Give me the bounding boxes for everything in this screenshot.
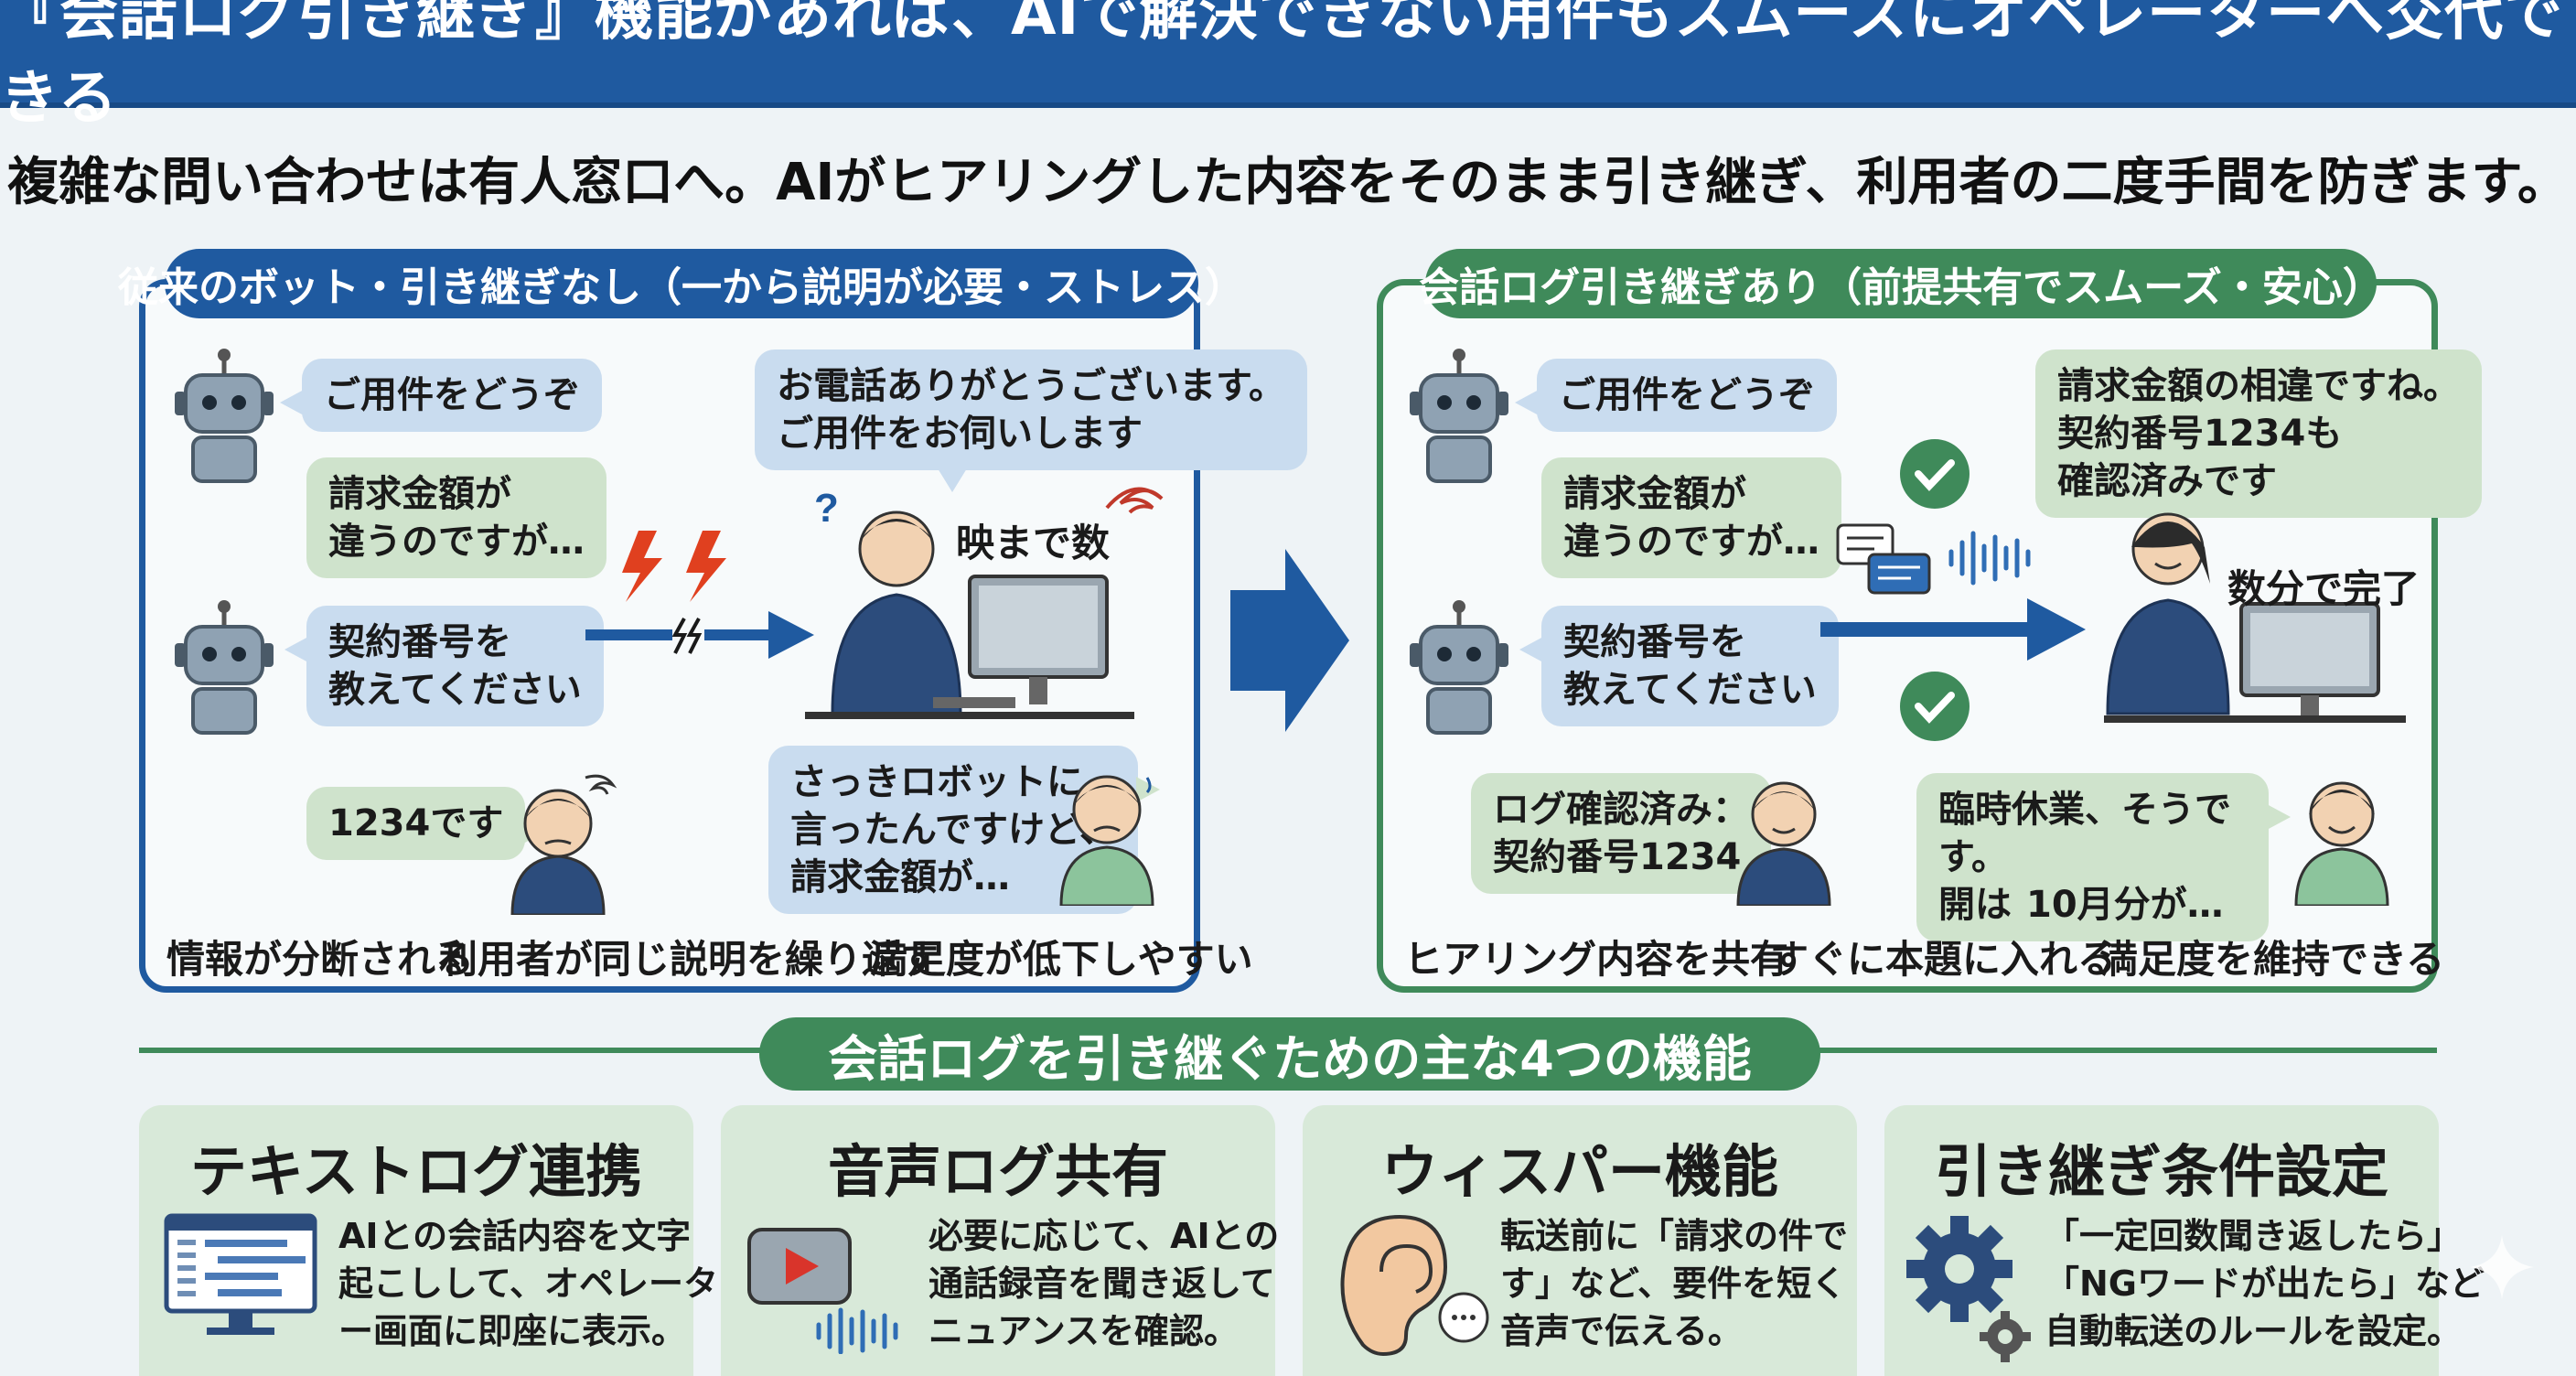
right-panel-label: 会話ログ引き継ぎあり（前提共有でスムーズ・安心） (1419, 249, 2383, 318)
bot-bubble-2: 契約番号を 教えてください (284, 606, 604, 726)
frustrated-user-icon (510, 774, 617, 915)
feature-title: テキストログ連携 (189, 1138, 643, 1205)
feature-line: ー画面に即座に表示。 (338, 1311, 687, 1351)
feature-line: 「NGワードが出たら」など (2045, 1263, 2485, 1304)
left-footer-1: 情報が分断される (166, 937, 475, 982)
user-bubble-2: 1234です (306, 787, 548, 860)
bubble-line: ログ確認済み： (1493, 789, 1749, 831)
feature-description: 転送前に「請求の件で す」など、要件を短く 音声で伝える。 (1500, 1212, 1848, 1355)
operator-avatar-icon (1736, 781, 1831, 906)
right-footer-2: すぐに本題に入れる (1770, 937, 2117, 982)
section-title: 会話ログを引き継ぐための主な4つの機能 (759, 1017, 1820, 1091)
right-footer-1: ヒアリング内容を共有 (1404, 937, 1789, 982)
bubble-line: 請求金額の相違ですね。 (2057, 365, 2460, 407)
feature-title: ウィスパー機能 (1380, 1138, 1778, 1205)
bubble-line: 教えてください (1563, 669, 1817, 711)
left-footer-3: 満足度が低下しやすい (869, 937, 1253, 982)
bubble-line: さっきロボットに (790, 761, 1083, 803)
robot-icon (175, 600, 274, 735)
operator-note: 数分で完了 (2227, 566, 2420, 611)
user-bubble-1: 請求金額が 違うのですが… (1541, 457, 1841, 578)
feature-line: 必要に応じて、AIとの (928, 1216, 1280, 1256)
bubble-line: 確認済みです (2057, 460, 2277, 502)
feature-line: 自動転送のルールを設定。 (2045, 1311, 2463, 1351)
feature-line: AIとの会話内容を文字 (338, 1216, 692, 1256)
left-footer-2: 利用者が同じ説明を繰り返す (439, 937, 939, 982)
audio-play-icon (747, 1228, 898, 1354)
bubble-line: お電話ありがとうございます。 (777, 365, 1285, 407)
bubble-line: 言ったんですけど、 (790, 809, 1116, 851)
feature-line: 音声で伝える。 (1500, 1311, 1743, 1351)
check-icon (1900, 439, 1970, 509)
bubble-line: 教えてください (328, 669, 582, 711)
feature-line: 起こしして、オペレータ (338, 1263, 718, 1304)
stress-swirl-icon (1105, 487, 1164, 514)
bubble-line: 開は (1938, 884, 2012, 926)
operator-note: 映まで数 (956, 521, 1111, 565)
customer-bubble: さっきロボットに 言ったんですけど、 請求金額が… (768, 746, 1160, 914)
feature-title: 引き継ぎ条件設定 (1934, 1138, 2388, 1205)
handoff-arrow-icon (1820, 598, 2086, 661)
operator-bubble: お電話ありがとうございます。 ご用件をお伺いします (755, 349, 1307, 492)
subtitle: 複雑な問い合わせは有人窓口へ。AIがヒアリングした内容をそのまま引き継ぎ、利用者… (7, 153, 2569, 212)
bubble-line: 10月分が… (2026, 884, 2224, 926)
bubble-line: 違うのですが… (328, 521, 585, 563)
bubble-line: 臨時休業、そうです。 (1938, 789, 2231, 878)
bubble-line-row: 開は 10月分が… (1938, 881, 2247, 929)
check-icon (1900, 672, 1970, 741)
audio-wave-icon (1948, 531, 2031, 586)
bubble-line: 請求金額が… (790, 856, 1010, 898)
feature-line: ニュアンスを確認。 (928, 1311, 1239, 1351)
bot-bubble-1: ご用件をどうぞ (1515, 359, 1837, 432)
customer-bubble: 臨時休業、そうです。 開は 10月分が… (1916, 773, 2291, 941)
log-bubble: ログ確認済み： 契約番号1234 (1471, 773, 1793, 894)
feature-line: 転送前に「請求の件で (1500, 1216, 1849, 1256)
feature-line: す」など、要件を短く (1500, 1263, 1847, 1304)
sad-customer-icon (1059, 775, 1154, 906)
broken-arrow-icon (585, 531, 814, 659)
bubble-line: 契約番号1234も (2057, 413, 2343, 455)
feature-line: 通話録音を聞き返して (928, 1263, 1275, 1304)
robot-icon (175, 349, 274, 483)
bubble-line: 契約番号1234 (1493, 836, 1742, 878)
monitor-log-icon (164, 1213, 317, 1335)
left-panel-label: 従来のボット・引き継ぎなし（一から説明が必要・ストレス） (118, 249, 1245, 318)
bubble-line: 契約番号を (328, 621, 511, 663)
ear-icon (1340, 1214, 1489, 1357)
stressed-operator-icon: ? (805, 486, 1134, 719)
feature-description: AIとの会話内容を文字 起こしして、オペレータ ー画面に即座に表示。 (338, 1212, 718, 1355)
feature-line: 「一定回数聞き返したら」 (2045, 1216, 2463, 1256)
chat-log-icon (1836, 523, 1931, 595)
robot-icon (1410, 349, 1508, 483)
operator-bubble: 請求金額の相違ですね。 契約番号1234も 確認済みです (2035, 349, 2482, 518)
gear-icon (1906, 1216, 2031, 1362)
bubble-line: 請求金額が (328, 473, 511, 515)
feature-description: 「一定回数聞き返したら」 「NGワードが出たら」など 自動転送のルールを設定。 (2045, 1212, 2485, 1355)
user-bubble-1: 請求金額が 違うのですが… (306, 457, 606, 578)
bot-bubble-2: 契約番号を 教えてください (1519, 606, 1839, 726)
bubble-line: 違うのですが… (1563, 521, 1819, 563)
feature-title: 音声ログ共有 (827, 1138, 1168, 1205)
right-footer-3: 満足度を維持できる (2099, 937, 2445, 982)
bubble-line: ご用件をお伺いします (777, 413, 1143, 455)
bubble-line: 契約番号を (1563, 621, 1746, 663)
banner-title: 『会話ログ引き継ぎ』機能があれば、AIで解決できない用件もスムーズにオペレーター… (0, 0, 2576, 133)
transition-arrow-icon (1230, 549, 1349, 732)
feature-description: 必要に応じて、AIとの 通話録音を聞き返して ニュアンスを確認。 (928, 1212, 1279, 1355)
happy-customer-icon (2294, 781, 2389, 906)
bot-bubble-1: ご用件をどうぞ (280, 359, 602, 432)
sparkle-icon (2470, 1235, 2534, 1299)
robot-icon (1410, 600, 1508, 735)
bubble-line: 請求金額が (1563, 473, 1746, 515)
svg-text:?: ? (814, 486, 839, 531)
calm-operator-icon (2104, 512, 2406, 723)
